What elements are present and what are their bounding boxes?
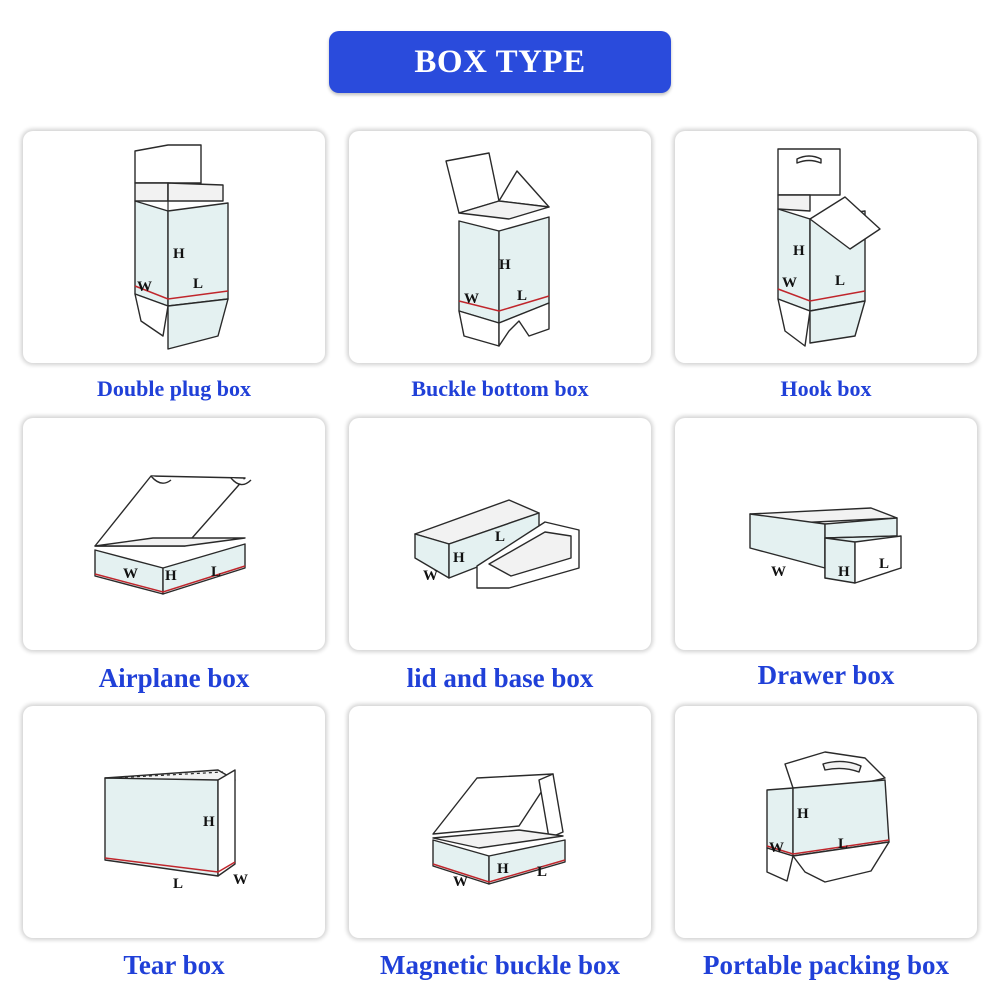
height-label: H — [793, 243, 805, 259]
height-label: H — [173, 246, 185, 262]
label-portable-packing-box: Portable packing box — [702, 950, 950, 980]
height-label: H — [499, 257, 511, 273]
length-label: L — [835, 273, 845, 289]
height-label: H — [165, 568, 177, 584]
height-label: H — [838, 564, 850, 580]
card-hook-box: H W L — [675, 131, 977, 363]
length-label: L — [838, 836, 848, 852]
width-label: W — [123, 566, 138, 582]
width-label: W — [137, 279, 152, 295]
length-label: L — [193, 276, 203, 292]
label-drawer-box: Drawer box — [757, 660, 895, 690]
height-label: H — [497, 861, 509, 877]
card-airplane-box: W H L — [23, 418, 325, 650]
length-label: L — [173, 876, 183, 892]
drawer-box-illustration: W H L — [749, 507, 902, 584]
height-label: H — [453, 550, 465, 566]
width-label: W — [769, 840, 784, 856]
length-label: L — [495, 529, 505, 545]
length-label: L — [879, 556, 889, 572]
card-magnetic-buckle-box: W H L — [349, 706, 651, 938]
width-label: W — [464, 291, 479, 307]
length-label: L — [211, 564, 221, 580]
label-tear-box: Tear box — [123, 950, 225, 980]
height-label: H — [797, 806, 809, 822]
width-label: W — [453, 874, 468, 890]
label-magnetic-buckle-box: Magnetic buckle box — [380, 950, 620, 980]
label-lid-and-base-box: lid and base box — [406, 663, 594, 693]
width-label: W — [771, 564, 786, 580]
label-double-plug-box: Double plug box — [96, 376, 252, 401]
length-label: L — [517, 288, 527, 304]
card-lid-and-base-box: W H L — [349, 418, 651, 650]
card-portable-packing-box: H W L — [675, 706, 977, 938]
card-double-plug-box: H W L — [23, 131, 325, 363]
magnetic-buckle-box-illustration: W H L — [432, 773, 566, 890]
height-label: H — [203, 814, 215, 830]
width-label: W — [423, 568, 438, 584]
label-airplane-box: Airplane box — [98, 663, 250, 693]
card-buckle-bottom-box: H W L — [349, 131, 651, 363]
card-drawer-box: W H L — [675, 418, 977, 650]
lid-and-base-box-illustration: W H L — [414, 499, 580, 589]
label-buckle-bottom-box: Buckle bottom box — [411, 376, 589, 401]
double-plug-box-illustration: H W L — [134, 144, 229, 350]
box-type-header: BOX TYPE — [329, 31, 671, 93]
width-label: W — [782, 275, 797, 291]
length-label: L — [537, 864, 547, 880]
card-tear-box: H L W — [23, 706, 325, 938]
label-hook-box: Hook box — [780, 376, 872, 401]
airplane-box-illustration: W H L — [94, 475, 252, 595]
width-label: W — [233, 872, 248, 888]
buckle-bottom-box-illustration: H W L — [445, 152, 550, 347]
tear-box-illustration: H L W — [104, 769, 248, 892]
hook-box-illustration: H W L — [777, 148, 881, 347]
portable-packing-box-illustration: H W L — [766, 751, 890, 883]
